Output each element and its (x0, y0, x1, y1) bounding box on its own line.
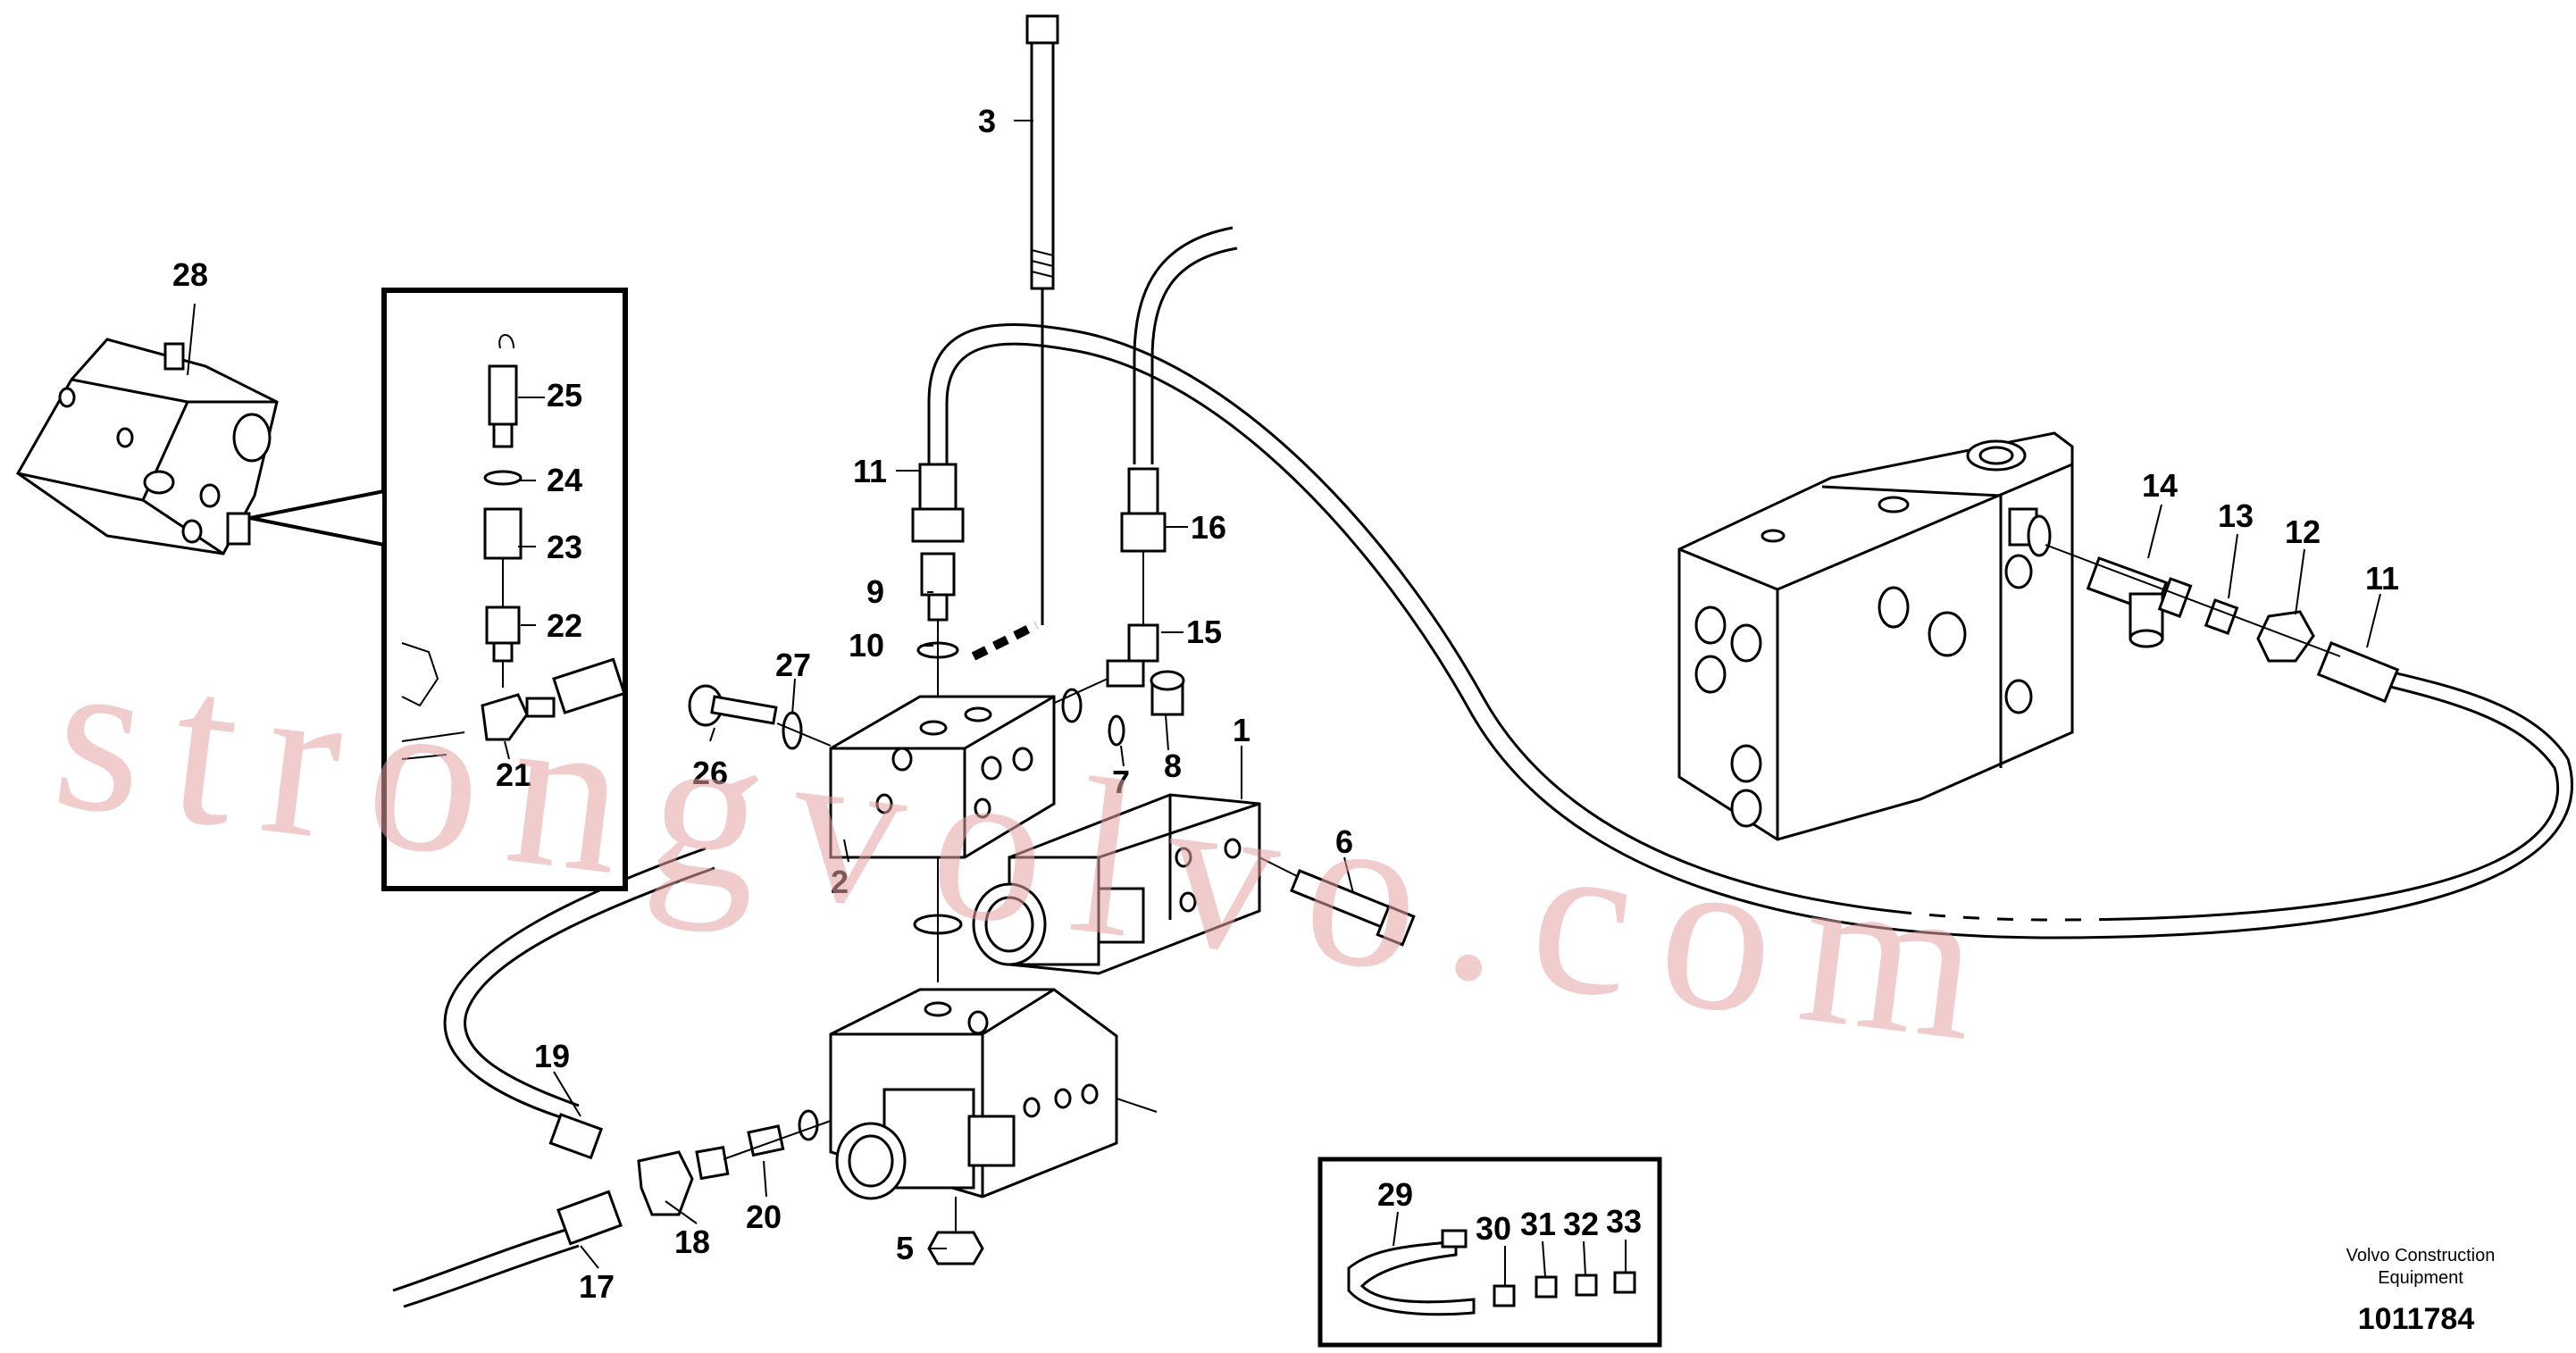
callout-31: 31 (1520, 1206, 1556, 1242)
callout-2: 2 (831, 864, 849, 900)
callout-16: 16 (1191, 509, 1226, 546)
callout-23: 23 (547, 529, 582, 565)
callout-1: 1 (1233, 712, 1250, 748)
callout-29: 29 (1377, 1176, 1413, 1213)
hose-lines (392, 226, 2573, 1308)
callout-25: 25 (547, 377, 582, 413)
callout-30: 30 (1476, 1210, 1511, 1247)
callout-13: 13 (2218, 497, 2254, 534)
credit-line-2: Equipment (2378, 1268, 2463, 1288)
callout-33: 33 (1606, 1203, 1642, 1240)
callout-labels: 3 28 25 24 23 22 21 11 9 10 16 15 27 26 … (172, 103, 2399, 1305)
callout-27: 27 (775, 647, 811, 683)
credit-line-1: Volvo Construction (2346, 1246, 2496, 1265)
callout-6: 6 (1335, 823, 1353, 860)
callout-20: 20 (746, 1198, 782, 1235)
callout-28: 28 (172, 256, 208, 293)
fittings-17-20 (548, 1109, 832, 1246)
callout-3: 3 (978, 103, 996, 139)
bolt-3 (1025, 14, 1059, 625)
callout-10: 10 (849, 627, 884, 664)
callout-11-right: 11 (2365, 560, 2399, 597)
callout-8: 8 (1164, 747, 1182, 784)
detail-inset (249, 288, 628, 891)
bolt-26-washer-27 (688, 670, 1185, 750)
callout-9: 9 (866, 573, 884, 610)
document-number: 1011784 (2358, 1302, 2475, 1336)
main-valve-block (1677, 431, 2074, 841)
fitting-stack-right (1008, 467, 1167, 724)
valve-assembly-28 (16, 338, 279, 555)
callout-19: 19 (534, 1038, 570, 1074)
callout-18: 18 (674, 1224, 710, 1260)
callout-5: 5 (896, 1230, 914, 1266)
callout-24: 24 (547, 462, 582, 498)
fittings-11-14 (2027, 514, 2400, 704)
callout-22: 22 (547, 607, 582, 644)
kit-box (1317, 1157, 1662, 1348)
screw-6 (1259, 856, 1416, 947)
callout-11-top: 11 (853, 453, 887, 489)
callout-12: 12 (2285, 514, 2321, 550)
callout-7: 7 (1112, 764, 1130, 800)
fitting-stack-left (911, 463, 965, 732)
callout-21: 21 (496, 756, 531, 793)
solenoid-valve-1 (972, 793, 1261, 975)
callout-32: 32 (1563, 1206, 1599, 1242)
leader-lines (187, 120, 2381, 1286)
callout-17: 17 (579, 1268, 615, 1305)
callout-14: 14 (2142, 467, 2178, 504)
callout-26: 26 (692, 755, 728, 791)
valve-block-lower (829, 988, 1158, 1265)
valve-block-2 (829, 695, 1056, 859)
callout-15: 15 (1186, 614, 1222, 650)
